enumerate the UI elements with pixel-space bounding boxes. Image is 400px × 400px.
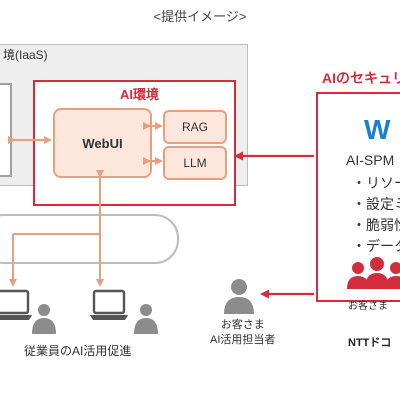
security-service-box	[316, 92, 400, 302]
ai-environment-label: AI環境	[120, 87, 160, 102]
llm-box: LLM	[163, 146, 227, 180]
laptop-icon	[0, 289, 32, 320]
ai-spm-label: AI-SPM	[346, 152, 395, 168]
customer-ai-caption-line-1: お客さま	[220, 319, 265, 331]
laptop-icon	[90, 289, 128, 320]
employees-caption: 従業員のAI活用促進	[24, 344, 132, 358]
feature-bullet: ・リソー	[352, 175, 400, 191]
customer-ai-caption-line-2: AI活用担当者	[210, 334, 276, 346]
network-shape	[0, 214, 179, 264]
provider-label: NTTドコ	[348, 337, 392, 349]
iaas-label: 境(IaaS)	[3, 48, 48, 62]
customer-ai-caption: お客さま AI活用担当者	[210, 318, 275, 348]
webui-box: WebUI	[53, 108, 152, 178]
person-icon	[224, 279, 254, 314]
service-logo: W	[364, 114, 391, 145]
customer-group-label: お客さま	[348, 301, 388, 312]
person-group-icon	[347, 257, 400, 289]
left-system-box	[0, 83, 12, 177]
person-icon	[32, 304, 56, 334]
feature-bullet: ・データ	[352, 238, 400, 254]
person-icon	[134, 304, 158, 334]
security-title: AIのセキュリ	[322, 70, 400, 86]
rag-box: RAG	[163, 110, 227, 144]
feature-bullet: ・脆弱性	[352, 217, 400, 233]
diagram-title: <提供イメージ>	[153, 9, 247, 24]
feature-bullet: ・設定ミ	[352, 196, 400, 212]
